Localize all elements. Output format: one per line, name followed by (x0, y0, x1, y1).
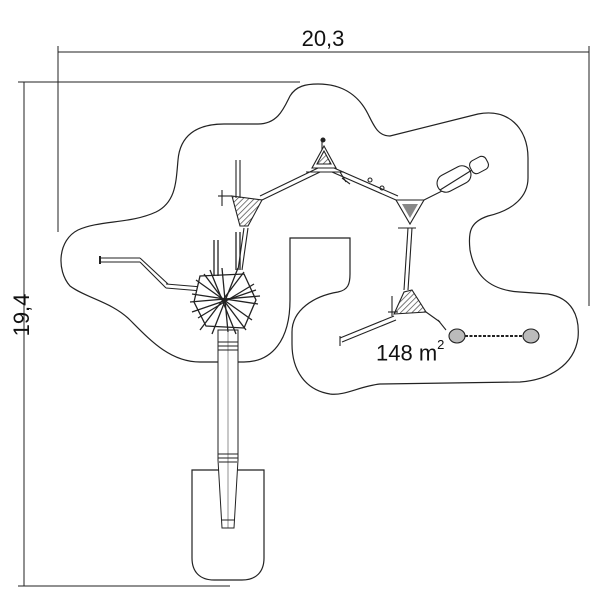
stick-nest (189, 232, 261, 335)
area-unit-exponent: 2 (437, 337, 445, 352)
bridge-top-left (259, 137, 326, 201)
rope-bridge (448, 328, 540, 344)
platform-left (218, 160, 263, 271)
spring-rider (423, 155, 490, 201)
dimension-width-line (57, 46, 590, 306)
area-value: 148 m (376, 340, 438, 366)
platform-top (306, 144, 344, 173)
platform-right (395, 199, 425, 229)
height-dimension-label: 19,4 (9, 293, 34, 337)
platform-lower (339, 289, 447, 346)
walkway-down (403, 227, 413, 291)
safety-zone-outline (60, 83, 579, 395)
area-label: 148 m2 (376, 337, 445, 366)
dimension-height-line (18, 81, 300, 587)
slide-zone-outline (191, 469, 265, 581)
tube-slide (217, 329, 239, 529)
bridge-top-right (331, 167, 399, 201)
width-dimension-label: 20,3 (301, 26, 345, 51)
